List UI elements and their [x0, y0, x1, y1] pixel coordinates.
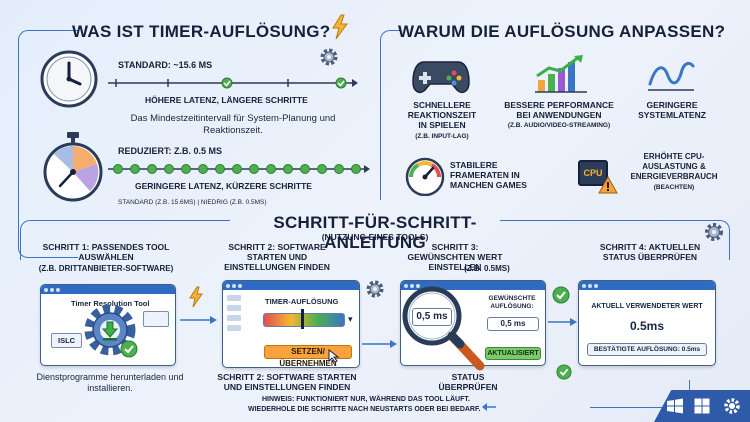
download-gear-icon [84, 304, 136, 356]
chart-up-icon [535, 55, 587, 93]
step1-caption: Dienstprogramme herunterladen und instal… [36, 372, 184, 393]
windows-logo-icon [667, 398, 683, 414]
stopwatch-icon [43, 132, 103, 202]
step4-window-titlebar [579, 281, 715, 290]
guide-title: SCHRITT-FÜR-SCHRITT-ANLEITUNG [273, 213, 477, 252]
connector-right [380, 30, 400, 200]
gamepad-icon [412, 61, 470, 94]
definition-text: Das Mindestzeitintervall für System-Plan… [130, 113, 336, 136]
step4-confirm: BESTÄTIGTE AUFLÖSUNG: 0.5ms [587, 343, 707, 356]
step2-window-titlebar [223, 281, 359, 290]
step2-title: SCHRITT 2: SOFTWARE STARTEN UND EINSTELL… [224, 242, 330, 272]
magnifier-icon [402, 286, 485, 371]
signal-icon [648, 61, 695, 91]
arrow-step2-3 [362, 340, 397, 348]
note-line-1: HINWEIS: FUNKTIONIERT NUR, WÄHREND DAS T… [262, 396, 470, 403]
lightning-icon [332, 14, 348, 40]
comparison-note: STANDARD (Z.B. 15.6ms) | NIEDRIG (Z.B. 0… [118, 199, 267, 206]
warning-title: ERHÖHTE CPU-AUSLASTUNG & ENERGIEVERBRAUC… [630, 152, 718, 181]
step3-window-titlebar [401, 281, 545, 290]
standard-caption: HÖHERE LATENZ, LÄNGERE SCHRITTE [145, 95, 308, 105]
reduced-caption: GERINGERE LATENZ, KÜRZERE SCHRITTE [135, 181, 312, 191]
benefit-2-title: BESSERE PERFORMANCE BEI ANWENDUNGEN [504, 100, 614, 120]
benefit-2-sub: (Z.B. AUDIO/VIDEO-STREAMING) [507, 122, 611, 129]
standard-timeline [108, 76, 358, 90]
step1-window-titlebar [41, 285, 175, 294]
step1-window-title: Timer Resolution Tool [71, 299, 150, 308]
left-title: WAS IST TIMER-AUFLÖSUNG? [72, 22, 331, 41]
step4-title: SCHRITT 4: AKTUELLEN STATUS ÜBERPRÜFEN [599, 242, 701, 262]
step3-title: SCHRITT 3: GEWÜNSCHTEN WERT EINSTELLEN [407, 242, 503, 272]
step3-value-field[interactable]: 0,5 ms [487, 317, 539, 331]
step1-window-item[interactable]: ISLC [51, 333, 83, 348]
step1-title: SCHRITT 1: PASSENDES TOOL AUSWÄHLEN [42, 242, 170, 262]
check-icon-step1 [120, 340, 138, 358]
lightning-icon-guide [189, 286, 203, 308]
step3-field-label: GEWÜNSCHTE AUFLÖSUNG: [488, 295, 536, 310]
benefit-3-title: GERINGERE SYSTEMLATENZ [638, 100, 706, 120]
check-icon-step3 [552, 286, 570, 304]
benefit-1-title: SCHNELLERE REAKTIONSZEIT IN SPIELEN [407, 100, 477, 130]
cursor-icon [328, 349, 340, 363]
step3-title-sub: (Z.B. 0.5ms) [464, 264, 510, 273]
connector-guide-right [500, 220, 730, 260]
step1-sub: (Z.B. DRITTANBIETER-SOFTWARE) [38, 264, 174, 273]
connector-left [18, 30, 78, 258]
standard-label: STANDARD: ~15.6 ms [118, 60, 213, 70]
gear-icon [320, 48, 338, 66]
warning-sub: (BEACHTEN) [653, 184, 695, 191]
step4-window: AKTUELL VERWENDETER WERT 0.5ms BESTÄTIGT… [578, 280, 716, 366]
warning-icon [598, 176, 618, 194]
reduced-timeline [108, 162, 370, 176]
step2-caption: SCHRITT 2: SOFTWARE STARTEN UND EINSTELL… [217, 372, 357, 392]
cpu-label: CPU [583, 168, 603, 178]
gear-icon-corner [724, 398, 740, 414]
step4-label: AKTUELL VERWENDETER WERT [591, 303, 703, 310]
right-title: WARUM DIE AUFLÖSUNG ANPASSEN? [398, 22, 726, 41]
clock-icon [40, 50, 98, 108]
arrow-step3-4 [548, 318, 577, 326]
guide-subtitle: (NUTZUNG EINES TOOLS) [321, 232, 429, 242]
benefit-4-title: STABILERE FRAMERATEN IN MANCHEN GAMES [450, 160, 527, 190]
benefit-1-sub: (Z.B. INPUT-LAG) [415, 133, 469, 140]
reduced-label: REDUZIERT: Z.B. 0.5 ms [118, 146, 223, 156]
step2-dropdown-arrow[interactable]: ▾ [348, 314, 353, 324]
slider-thumb[interactable] [301, 309, 304, 329]
step2-sidebar [227, 295, 241, 363]
arrow-step1-2 [180, 316, 217, 324]
step4-value: 0.5ms [629, 319, 665, 333]
cpu-icon: CPU [578, 160, 608, 186]
step3-caption: STATUS ÜBERPRÜFEN [438, 372, 498, 392]
check-icon-step3b [556, 364, 572, 380]
gear-icon-step2 [366, 280, 384, 298]
step3-status-badge: AKTUALISIERT [485, 347, 541, 360]
connector-guide-left [20, 220, 230, 260]
step2-window-title: TIMER-AUFLÖSUNG [265, 297, 339, 306]
step2-slider[interactable] [263, 313, 345, 327]
arrow-note [482, 403, 496, 411]
speedometer-icon [405, 157, 445, 196]
step3-magnified-field: 0,5 ms [412, 308, 452, 326]
windows-logo-icon-2 [694, 398, 710, 414]
step1-window-panel [143, 311, 169, 327]
note-line-2: WIEDERHOLE DIE SCHRITTE NACH NEUSTARTS O… [248, 406, 481, 413]
gear-icon-guide [705, 223, 723, 241]
